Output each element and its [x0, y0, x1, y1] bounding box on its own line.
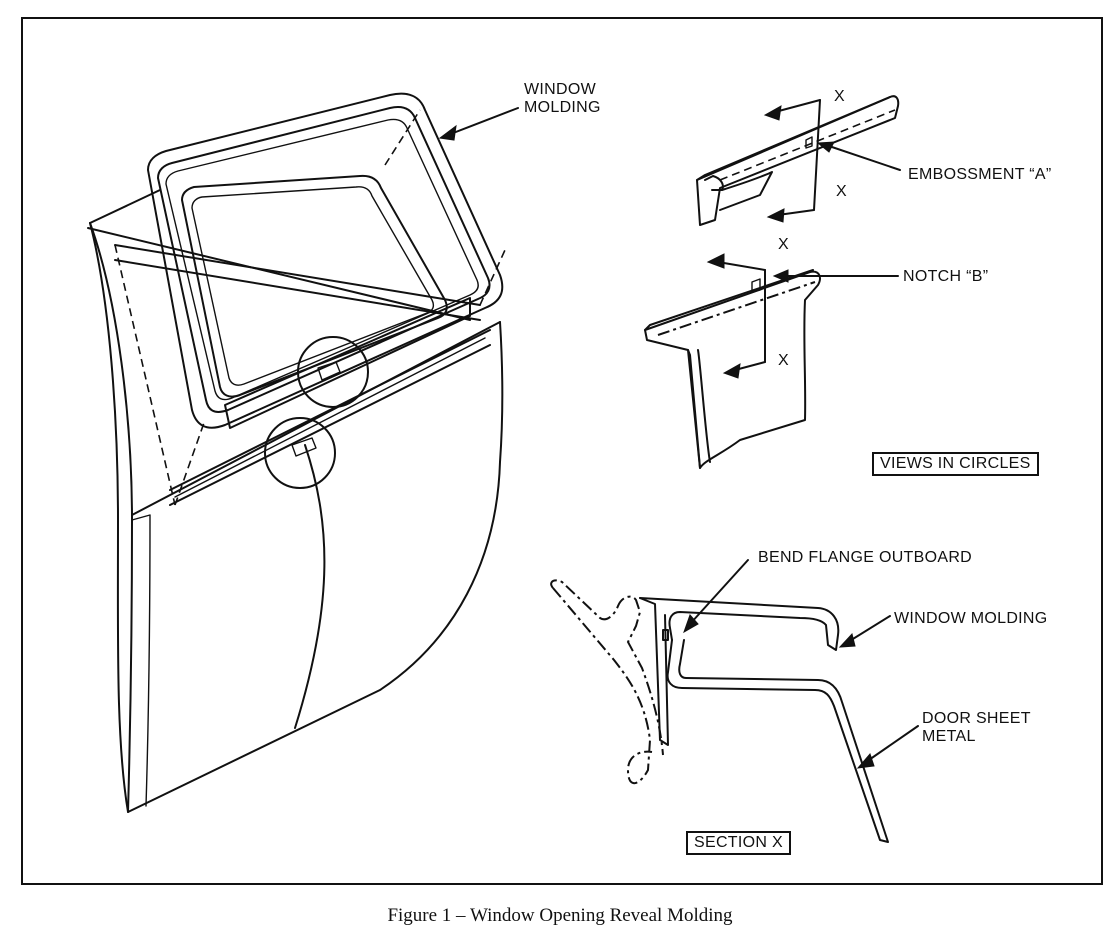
door-assembly	[87, 92, 506, 813]
label-window-molding-line1: WINDOW	[524, 81, 597, 98]
label-embossment-a: EMBOSSMENT “A”	[908, 166, 1052, 183]
label-x-marker-4: X	[778, 352, 789, 369]
figure-frame	[21, 17, 1103, 885]
label-window-molding-line2: MOLDING	[524, 99, 601, 116]
detail-notch-view	[644, 253, 899, 469]
label-x-marker-3: X	[778, 236, 789, 253]
label-x-marker-1: X	[834, 88, 845, 105]
label-views-in-circles: VIEWS IN CIRCLES	[872, 452, 1039, 476]
section-x-drawing	[550, 559, 919, 843]
label-notch-b: NOTCH “B”	[903, 268, 989, 285]
label-window-molding-section: WINDOW MOLDING	[894, 610, 1048, 627]
label-bend-flange-outboard: BEND FLANGE OUTBOARD	[758, 549, 973, 566]
label-section-x: SECTION X	[686, 831, 791, 855]
label-x-marker-2: X	[836, 183, 847, 200]
label-door-sheet-metal-line2: METAL	[922, 728, 976, 745]
figure-caption: Figure 1 – Window Opening Reveal Molding	[387, 905, 733, 926]
leader-window-molding-top	[438, 107, 519, 141]
detail-embossment-view	[696, 95, 901, 226]
label-door-sheet-metal-line1: DOOR SHEET	[922, 710, 1031, 727]
